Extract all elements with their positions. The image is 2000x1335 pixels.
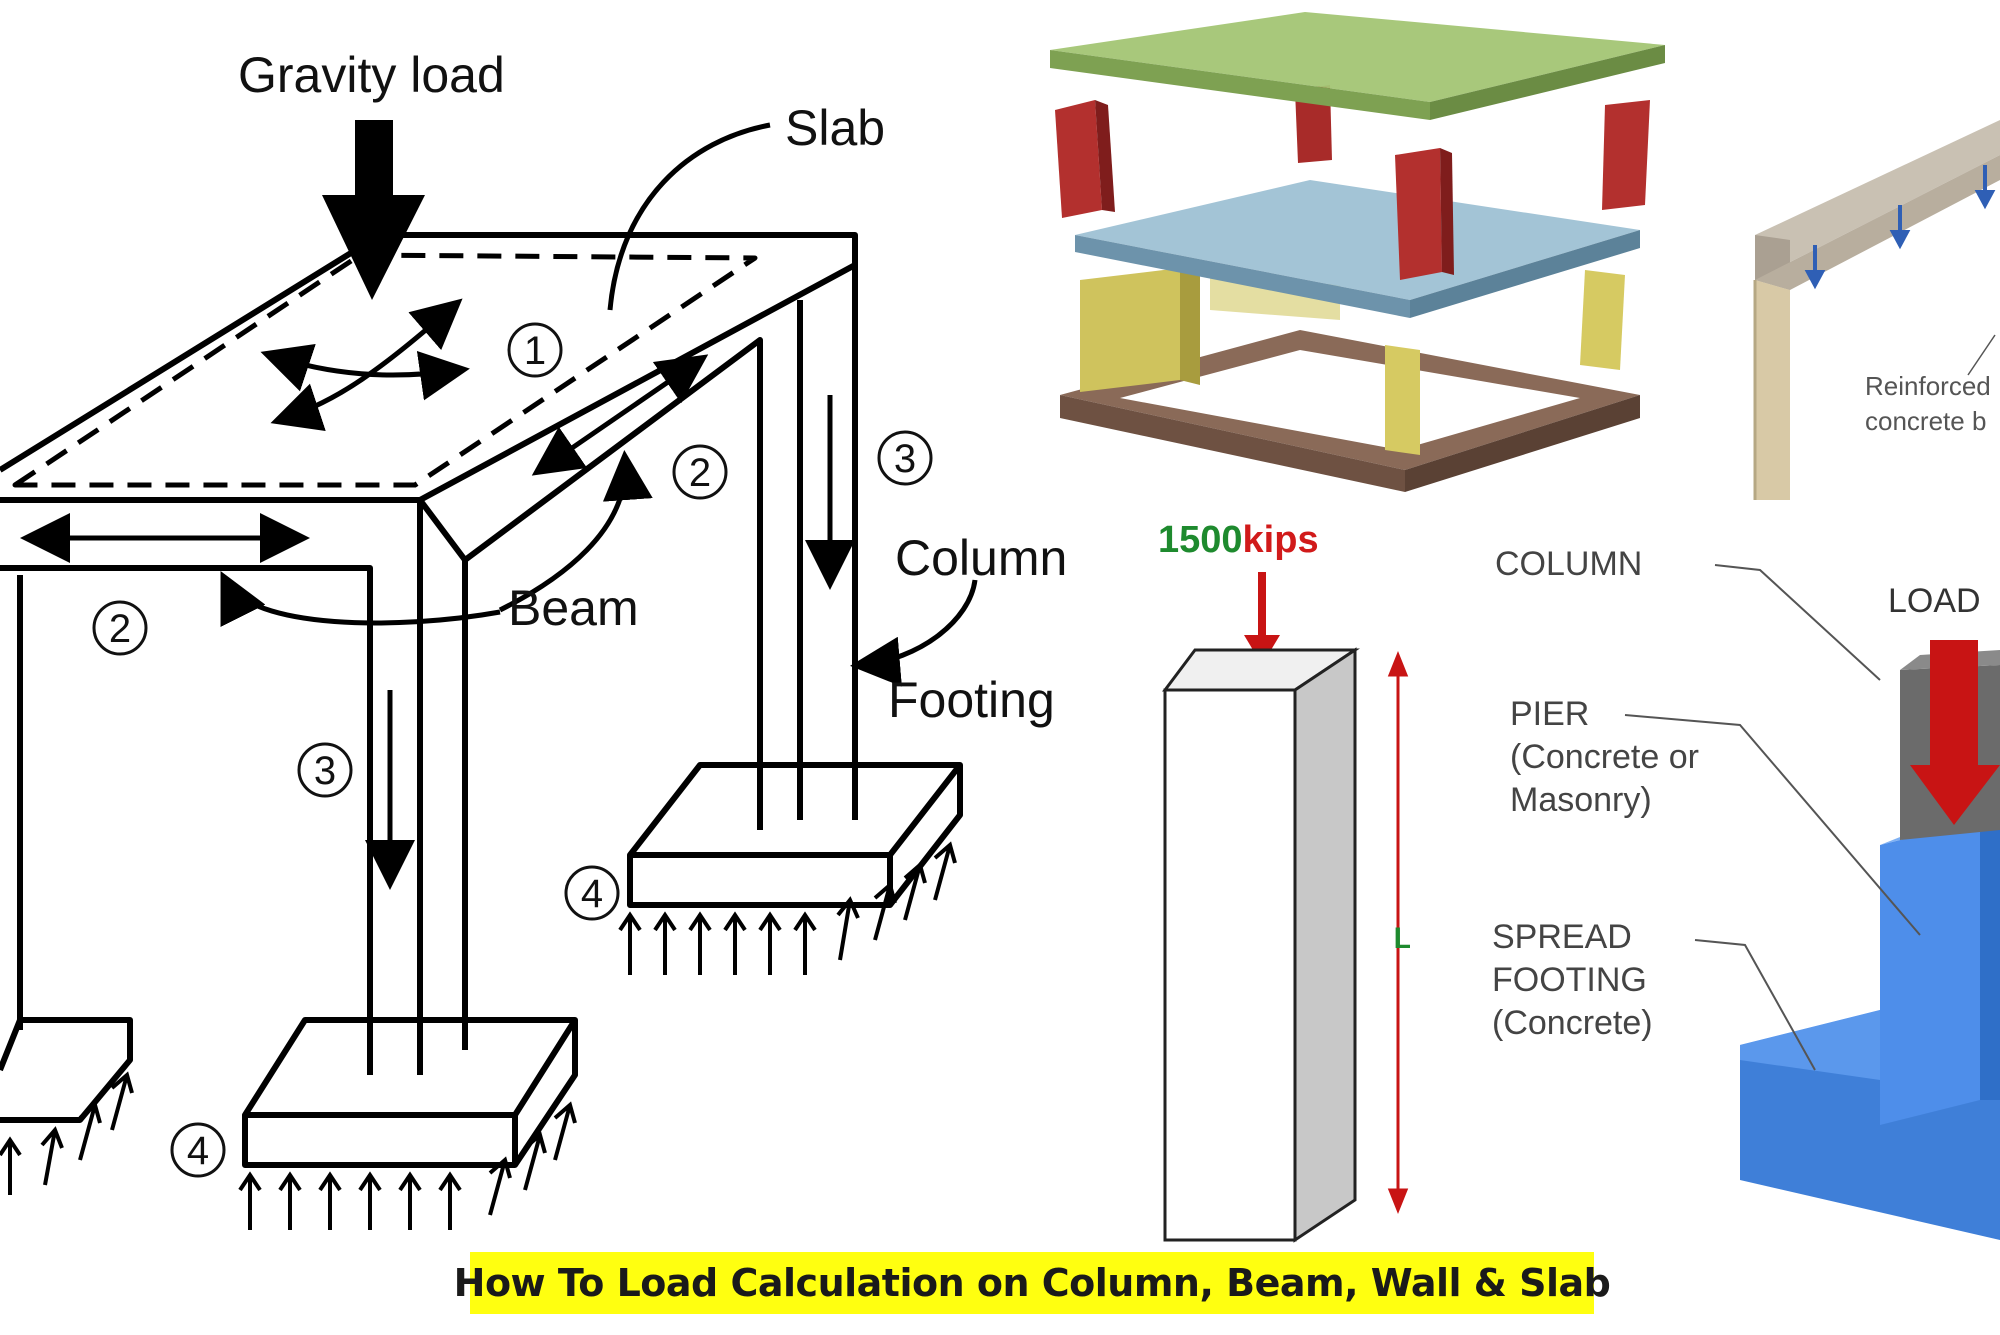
column-leader [850, 579, 978, 687]
load-unit: kips [1243, 519, 1319, 561]
pier-front [1880, 820, 1980, 1125]
front-footing [242, 1017, 578, 1168]
slab-outline [0, 232, 858, 503]
pier-label-leader [1624, 714, 1921, 936]
back-footing [627, 762, 963, 908]
beam-detail-label-1: Reinforced [1865, 371, 1991, 401]
column-load-diagram: 1500kips L [1158, 519, 1410, 1243]
front-column-face [417, 498, 468, 1050]
beam-label: Beam [508, 580, 639, 636]
beam-leader-1 [498, 450, 653, 613]
soil-reaction-arrows [0, 841, 957, 1230]
side-beam [463, 337, 763, 830]
beam-load-arrows [1804, 165, 1996, 290]
step-4-label: 4 [581, 872, 603, 916]
beam-label-leader [1967, 334, 1996, 376]
caption-banner: How To Load Calculation on Column, Beam,… [454, 1252, 1611, 1314]
column-label: Column [895, 530, 1067, 586]
step-2-label: 2 [689, 451, 711, 495]
gravity-load-label: Gravity load [238, 47, 505, 103]
gravity-load-arrow [322, 120, 425, 300]
spread-footing-label-2: FOOTING [1492, 961, 1647, 999]
spread-footing-leader [1694, 939, 1816, 1071]
beam-support-column [1755, 280, 1790, 500]
footing-load-label: LOAD [1888, 582, 1981, 620]
caption-text: How To Load Calculation on Column, Beam,… [453, 1261, 1611, 1305]
footing-load-arrow [1910, 640, 2000, 825]
slab-dashed-boundary [12, 252, 758, 488]
frame-load-path-diagram: Gravity load Slab Beam Column Footing 1 … [0, 47, 1067, 1230]
column-label-leader [1714, 564, 1881, 681]
beam-side [1755, 120, 2000, 280]
step-3-label: 3 [894, 437, 916, 481]
spread-footing-diagram: LOAD COLUMN PIER (Concrete or Masonry) S… [1492, 545, 2000, 1240]
step-4-label-front: 4 [187, 1129, 209, 1173]
exploded-structure-model [1050, 12, 1665, 492]
front-column [367, 500, 423, 1075]
step-3-label-front: 3 [314, 749, 336, 793]
beam-leader-2 [220, 571, 501, 627]
pier-label-1: PIER [1510, 695, 1589, 733]
load-value: 1500 [1158, 519, 1243, 561]
length-label: L [1394, 922, 1410, 955]
yellow-walls [1080, 268, 1625, 455]
spread-footing-label-1: SPREAD [1492, 918, 1632, 956]
column-prism [1162, 647, 1360, 1243]
step-1-label: 1 [524, 329, 546, 373]
back-column [797, 265, 858, 820]
top-slab [1050, 12, 1665, 120]
pier-label-2: (Concrete or [1510, 738, 1699, 776]
length-dimension [1387, 650, 1409, 1215]
pier-label-3: Masonry) [1510, 781, 1652, 819]
step-2-label-front: 2 [109, 607, 131, 651]
load-value-label: 1500kips [1158, 519, 1319, 561]
slab-leader [607, 122, 771, 311]
middle-slab [1075, 180, 1640, 318]
red-columns [1055, 85, 1650, 280]
step-markers: 1 2 2 3 3 4 4 [92, 322, 933, 1178]
base-frame [1060, 330, 1640, 492]
left-footing [0, 1017, 133, 1123]
beam-detail-label-2: concrete b [1865, 406, 1986, 436]
column-label-footing: COLUMN [1495, 545, 1642, 583]
front-beam [0, 565, 373, 1070]
beam-detail: Reinforced concrete b [1753, 120, 2000, 500]
slab-label: Slab [785, 100, 885, 156]
spread-footing-label-3: (Concrete) [1492, 1004, 1653, 1042]
footing-label: Footing [888, 672, 1055, 728]
